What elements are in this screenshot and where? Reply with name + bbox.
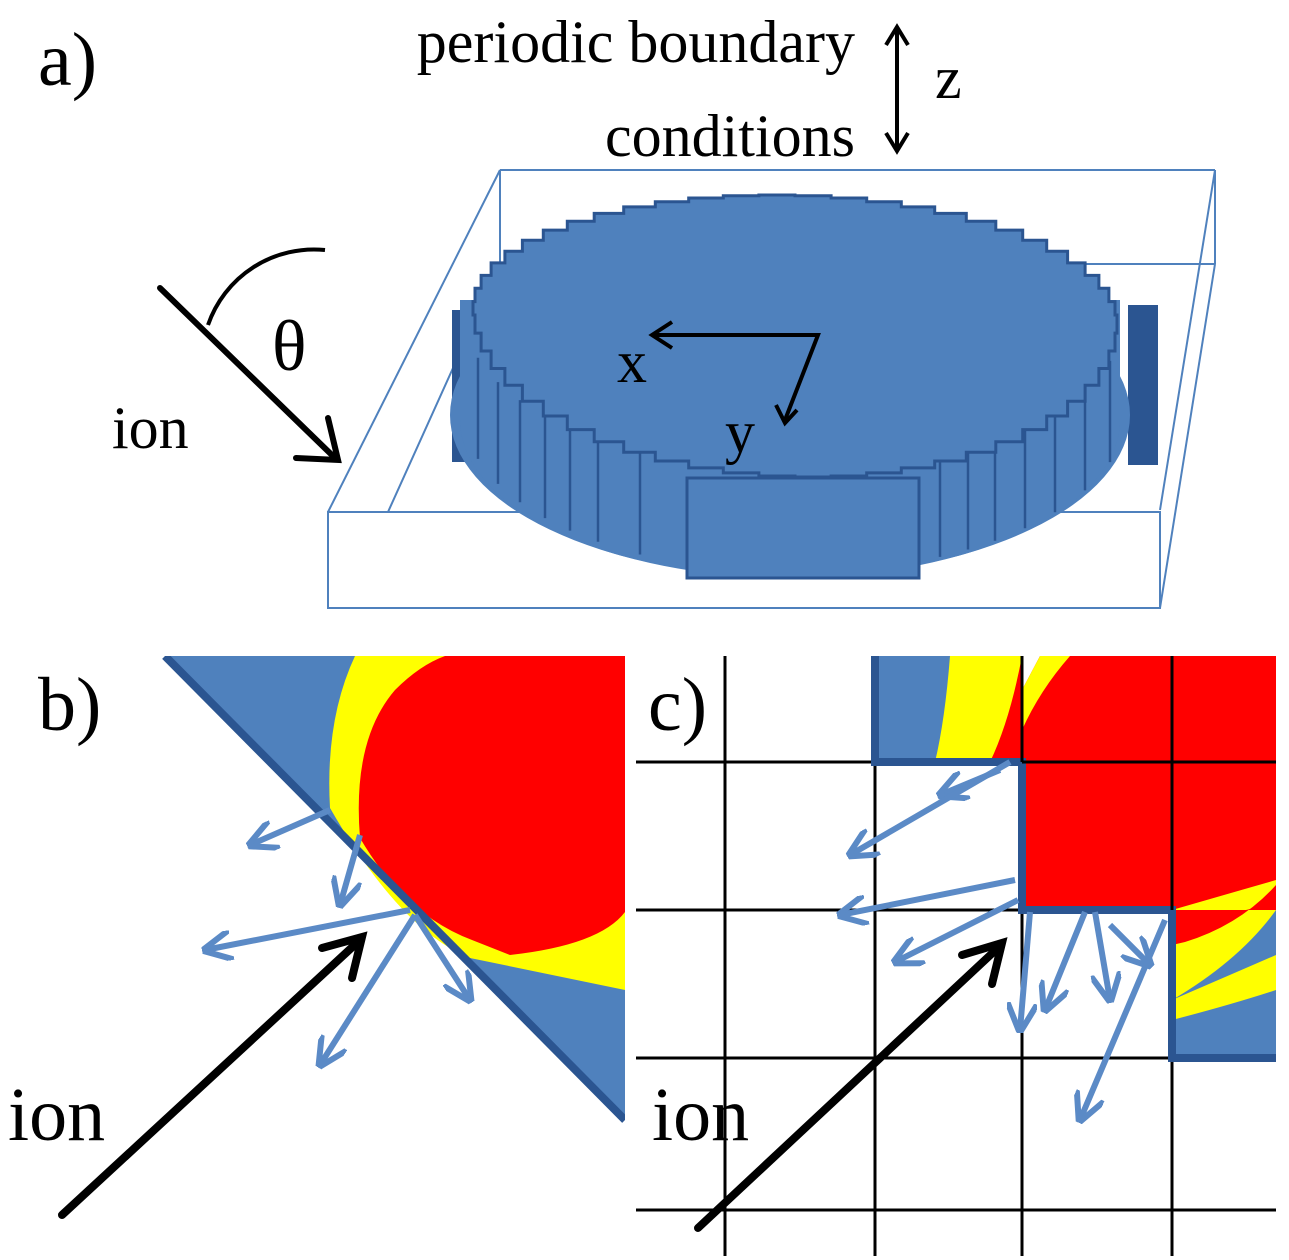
red-zone-b bbox=[358, 656, 625, 955]
pbc-label-line2: conditions bbox=[605, 103, 855, 169]
surface-line-c bbox=[871, 656, 1276, 1062]
panel-b: b) ion bbox=[8, 656, 625, 1219]
z-axis-arrow bbox=[884, 23, 910, 155]
panel-c: c) ion bbox=[636, 656, 1276, 1256]
ion-arrow-c bbox=[694, 937, 1008, 1232]
theta-label: θ bbox=[272, 306, 307, 386]
y-label: y bbox=[725, 399, 755, 465]
ion-arrow-b bbox=[58, 931, 368, 1219]
substrate-cells-c bbox=[875, 656, 1276, 1058]
sputter-arrows-c bbox=[840, 759, 1168, 1120]
ion-arrow-a bbox=[157, 285, 342, 464]
pbc-label-line1: periodic boundary bbox=[417, 9, 855, 75]
theta-arc bbox=[206, 247, 326, 326]
panel-b-label: b) bbox=[38, 663, 101, 747]
x-label: x bbox=[617, 329, 647, 395]
xy-axes bbox=[648, 320, 821, 427]
panel-a-label: a) bbox=[38, 18, 97, 102]
disk-right-tab bbox=[1128, 305, 1158, 465]
panel-a: a) periodic boundary conditions z bbox=[38, 9, 1216, 609]
ion-label-a: ion bbox=[112, 395, 189, 461]
surface-line-b bbox=[162, 656, 625, 1123]
ion-label-b: ion bbox=[8, 1073, 105, 1157]
z-label: z bbox=[935, 45, 962, 111]
ion-label-c: ion bbox=[652, 1073, 749, 1157]
panel-c-label: c) bbox=[648, 663, 707, 747]
sputter-arrows-b bbox=[205, 807, 470, 1065]
